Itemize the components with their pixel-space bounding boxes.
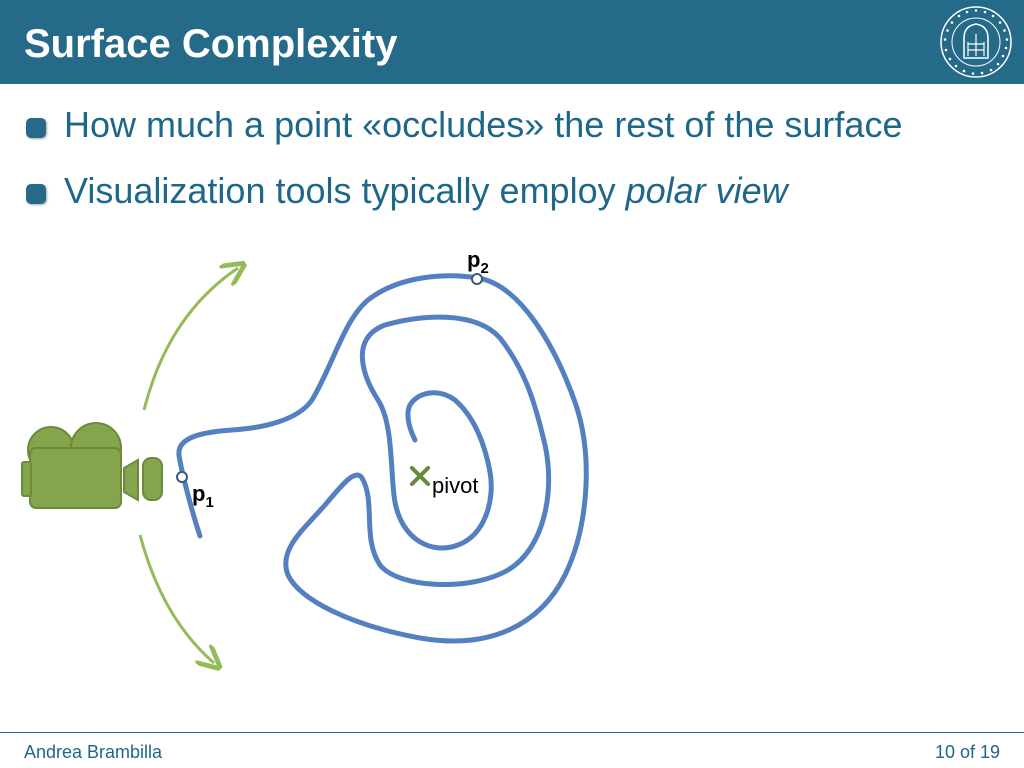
university-seal-icon <box>940 6 1012 78</box>
point-p1-marker <box>176 471 188 483</box>
label-p1-sub: 1 <box>205 494 213 511</box>
label-p1: p1 <box>192 481 214 511</box>
slide-title: Surface Complexity <box>24 22 398 66</box>
footer-author: Andrea Brambilla <box>24 742 163 762</box>
bullet-list: How much a point «occludes» the rest of … <box>24 100 1014 232</box>
cross-icon <box>410 466 430 486</box>
rotation-arrow-up <box>142 268 238 411</box>
bullet-text-plain: Visualization tools typically employ <box>64 170 626 211</box>
movie-camera-icon <box>21 422 163 509</box>
bullet-text: Visualization tools typically employ pol… <box>64 169 788 213</box>
surface-curve <box>176 273 589 644</box>
slide-header: Surface Complexity <box>0 0 1024 84</box>
label-p1-base: p <box>192 481 205 506</box>
bullet-marker <box>26 118 46 138</box>
bullet-item: Visualization tools typically employ pol… <box>24 166 1014 232</box>
footer-page-number: 10 of 19 <box>934 742 1000 762</box>
label-p2-sub: 2 <box>480 260 488 277</box>
bullet-text: How much a point «occludes» the rest of … <box>64 104 903 145</box>
bullet-emphasis: polar view <box>625 170 788 211</box>
label-p2-base: p <box>467 247 480 272</box>
label-pivot: pivot <box>432 473 478 498</box>
label-p2: p2 <box>467 247 489 277</box>
rotation-arrow-down <box>138 534 214 663</box>
bullet-item: How much a point «occludes» the rest of … <box>24 100 1014 166</box>
bullet-marker <box>26 184 46 204</box>
footer-divider <box>0 732 1024 733</box>
polar-view-diagram: p1 p2 pivot <box>21 247 589 700</box>
point-p2-marker <box>471 273 483 285</box>
